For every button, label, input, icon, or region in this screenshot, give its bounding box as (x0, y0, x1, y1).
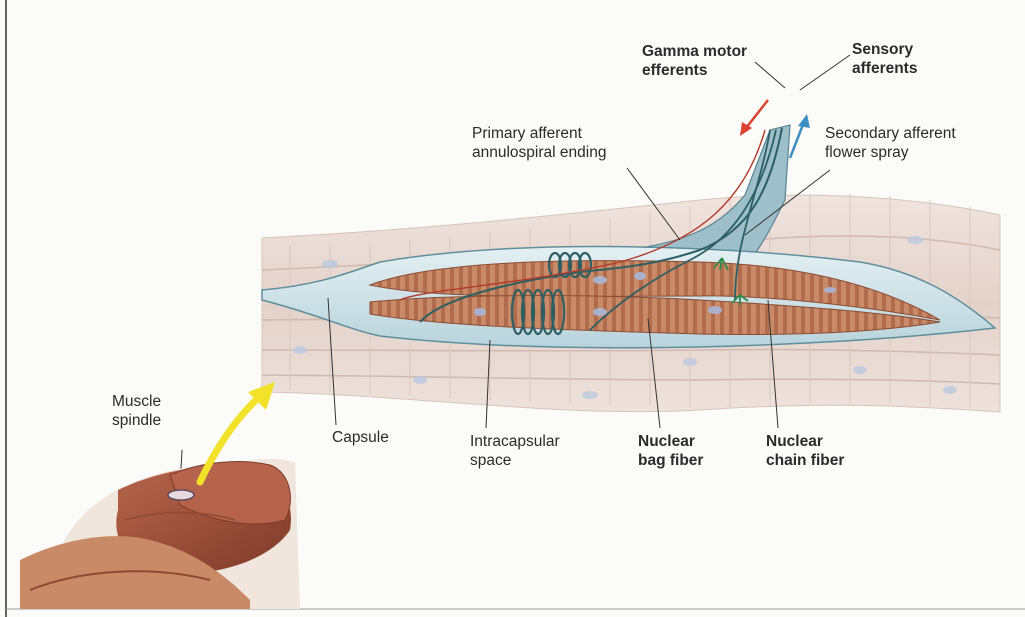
label-intracapsular: Intracapsular space (470, 432, 560, 470)
label-nuclear-chain-line1: Nuclear (766, 432, 844, 451)
label-sensory-line1: Sensory (852, 40, 917, 59)
label-nuclear-chain: Nuclear chain fiber (766, 432, 844, 470)
label-muscle-spindle-line2: spindle (112, 411, 161, 430)
label-muscle-spindle: Muscle spindle (112, 392, 161, 430)
label-capsule: Capsule (332, 428, 389, 447)
label-gamma-motor-line1: Gamma motor (642, 42, 747, 61)
label-gamma-motor: Gamma motor efferents (642, 42, 747, 80)
arm-muscle-illustration (20, 459, 300, 609)
label-secondary-afferent: Secondary afferent flower spray (825, 124, 956, 162)
label-muscle-spindle-line1: Muscle (112, 392, 161, 411)
label-sensory: Sensory afferents (852, 40, 917, 78)
label-capsule-line1: Capsule (332, 428, 389, 447)
label-nuclear-bag-line2: bag fiber (638, 451, 703, 470)
label-nuclear-bag-line1: Nuclear (638, 432, 703, 451)
sensory-arrow-icon (790, 114, 810, 158)
label-intracapsular-line2: space (470, 451, 560, 470)
label-intracapsular-line1: Intracapsular (470, 432, 560, 451)
label-primary-afferent-line1: Primary afferent (472, 124, 606, 143)
label-secondary-afferent-line2: flower spray (825, 143, 956, 162)
label-nuclear-bag: Nuclear bag fiber (638, 432, 703, 470)
label-primary-afferent: Primary afferent annulospiral ending (472, 124, 606, 162)
label-secondary-afferent-line1: Secondary afferent (825, 124, 956, 143)
label-nuclear-chain-line2: chain fiber (766, 451, 844, 470)
label-sensory-line2: afferents (852, 59, 917, 78)
label-gamma-motor-line2: efferents (642, 61, 747, 80)
gamma-motor-arrow-icon (740, 100, 768, 136)
label-primary-afferent-line2: annulospiral ending (472, 143, 606, 162)
